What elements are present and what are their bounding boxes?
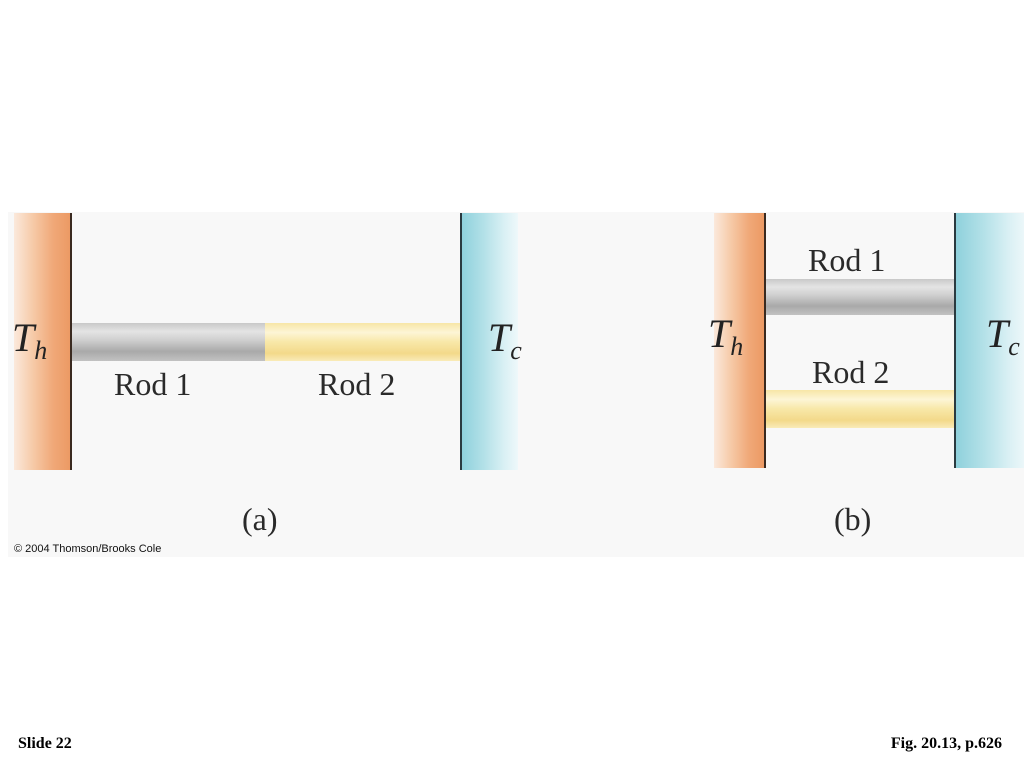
cold-temperature-label-b: Tc <box>986 314 1020 360</box>
hot-reservoir-a <box>14 213 72 470</box>
slide-number: Slide 22 <box>18 735 72 752</box>
caption-b: (b) <box>834 501 872 537</box>
rod-2-b <box>766 390 954 428</box>
hot-temperature-label-a: Th <box>12 315 48 365</box>
copyright-notice: © 2004 Thomson/Brooks Cole <box>14 543 162 555</box>
figure-reference: Fig. 20.13, p.626 <box>890 735 1002 752</box>
rod-2-label-b: Rod 2 <box>812 354 890 390</box>
rod-1-label-a: Rod 1 <box>114 366 192 402</box>
rod-2-label-a: Rod 2 <box>318 366 396 402</box>
cold-temperature-label-a: Tc <box>488 315 522 365</box>
rod-1-label-b: Rod 1 <box>808 242 886 278</box>
hot-temperature-label-b: Th <box>708 311 744 361</box>
rod-2-a <box>265 323 460 361</box>
caption-a: (a) <box>242 501 278 537</box>
cold-reservoir-b <box>954 213 1024 468</box>
hot-reservoir-b <box>714 213 766 468</box>
cold-reservoir-a <box>460 213 518 470</box>
rod-1-a <box>72 323 265 361</box>
rod-1-b <box>766 279 954 315</box>
